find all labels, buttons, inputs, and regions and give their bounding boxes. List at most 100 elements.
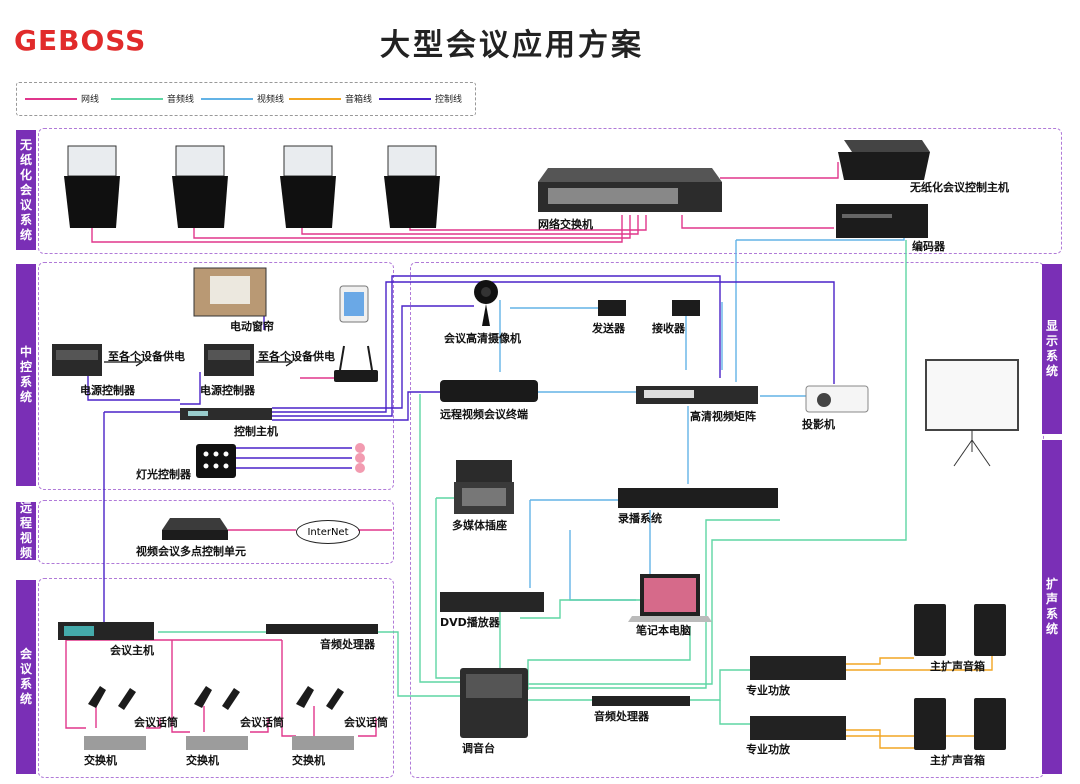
wire-speaker	[846, 657, 914, 665]
light-controller-device	[196, 444, 236, 478]
wire-network	[301, 215, 639, 235]
section-conference	[38, 578, 394, 778]
wire-audio	[719, 700, 750, 725]
small-switch-device	[84, 736, 354, 750]
label-amp-2: 专业功放	[746, 743, 790, 756]
label-mic-3: 会议话筒	[344, 716, 388, 729]
label-power-note-1: 至各个设备供电	[108, 350, 185, 363]
projection-screen	[925, 359, 1019, 467]
label-sw-3: 交换机	[292, 754, 325, 767]
tab-central: 中控系统	[16, 264, 36, 486]
wire-network	[171, 640, 190, 733]
legend-label: 音频线	[167, 95, 195, 105]
speaker-icon	[914, 604, 1006, 750]
audio-processor-device	[592, 696, 690, 706]
label-mic-2: 会议话筒	[240, 716, 284, 729]
tab-remote-label: 远程视频	[19, 501, 32, 560]
label-ctrl-host: 控制主机	[234, 425, 278, 438]
tab-display: 显示系统	[1042, 264, 1062, 434]
label-spk-2: 主扩声音箱	[930, 754, 985, 767]
legend-swatch	[25, 97, 77, 100]
label-sw-2: 交换机	[186, 754, 219, 767]
light-bulb-icon	[355, 443, 365, 473]
label-projector: 投影机	[802, 418, 835, 431]
recorder-device	[618, 488, 778, 508]
wire-control	[87, 372, 180, 401]
label-paperless-host: 无纸化会议控制主机	[910, 181, 1009, 194]
wire-network	[146, 718, 161, 729]
paperless-terminal	[172, 145, 228, 228]
label-light-ctrl: 灯光控制器	[136, 468, 191, 481]
label-mcu: 视频会议多点控制单元	[136, 545, 246, 558]
mixer-device	[460, 668, 528, 738]
label-conf-host: 会议主机	[110, 644, 154, 657]
amplifier-device	[750, 656, 846, 740]
wire-control	[180, 372, 201, 405]
wire-network	[65, 640, 86, 729]
label-power-note-2: 至各个设备供电	[258, 350, 335, 363]
wire-video	[569, 530, 636, 601]
dvd-device	[440, 592, 544, 612]
section-remote	[38, 500, 394, 564]
tab-remote: 远程视频	[16, 501, 36, 560]
label-curtain: 电动窗帘	[230, 320, 274, 333]
router-icon	[334, 345, 378, 382]
wire-audio	[520, 599, 640, 619]
label-camera: 会议高清摄像机	[444, 332, 521, 345]
video-terminal-device	[440, 380, 538, 402]
tab-conference: 会议系统	[16, 580, 36, 774]
tablet-icon	[339, 285, 369, 323]
paperless-terminal	[280, 145, 336, 228]
conference-host-device	[58, 622, 154, 640]
wire-audio	[528, 240, 907, 685]
wire-network	[281, 640, 296, 737]
legend-label: 网线	[81, 95, 100, 105]
socket-device	[454, 460, 514, 514]
wire-audio	[435, 497, 462, 679]
section-paperless	[38, 128, 1062, 254]
legend-item-network: 网线	[25, 92, 99, 105]
label-switch: 网络交换机	[538, 218, 593, 231]
sender-device	[598, 300, 626, 316]
legend-swatch	[201, 97, 253, 100]
label-dvd: DVD播放器	[440, 616, 500, 629]
wire-audio	[690, 669, 750, 701]
internet-bubble: InterNet	[296, 520, 360, 544]
page-title: 大型会议应用方案	[380, 28, 644, 63]
paperless-terminal	[384, 145, 440, 228]
tab-conference-label: 会议系统	[19, 647, 32, 706]
internet-label: InterNet	[307, 526, 349, 538]
projector-device	[805, 385, 869, 413]
tab-display-label: 显示系统	[1045, 319, 1058, 378]
legend-swatch	[111, 97, 163, 100]
label-audio-proc-2: 音频处理器	[594, 710, 649, 723]
legend-swatch	[379, 97, 431, 100]
camera-device	[474, 280, 498, 326]
legend-swatch	[289, 97, 341, 100]
encoder-device	[836, 204, 928, 238]
wire-audio	[419, 394, 462, 683]
label-matrix: 高清视频矩阵	[690, 410, 756, 423]
wire-control	[272, 391, 440, 421]
wire-network	[720, 162, 839, 179]
wire-network	[358, 718, 377, 737]
label-socket: 多媒体插座	[452, 519, 507, 532]
microphone-icon	[88, 686, 344, 710]
wire-network	[250, 718, 269, 733]
wire-network	[409, 215, 647, 231]
legend-item-control: 控制线	[379, 92, 462, 105]
label-video-terminal: 远程视频会议终端	[440, 408, 528, 421]
brand-logo: GEBOSS	[14, 24, 147, 57]
label-sw-1: 交换机	[84, 754, 117, 767]
paperless-host-device	[838, 140, 930, 180]
label-laptop: 笔记本电脑	[636, 624, 691, 637]
receiver-device	[672, 300, 700, 316]
label-recorder: 录播系统	[618, 512, 662, 525]
wire-network	[91, 215, 623, 243]
control-host-device	[180, 408, 272, 420]
mcu-device	[162, 518, 228, 540]
wire-audio	[378, 631, 462, 697]
legend-label: 视频线	[257, 95, 285, 105]
legend-label: 控制线	[435, 95, 463, 105]
